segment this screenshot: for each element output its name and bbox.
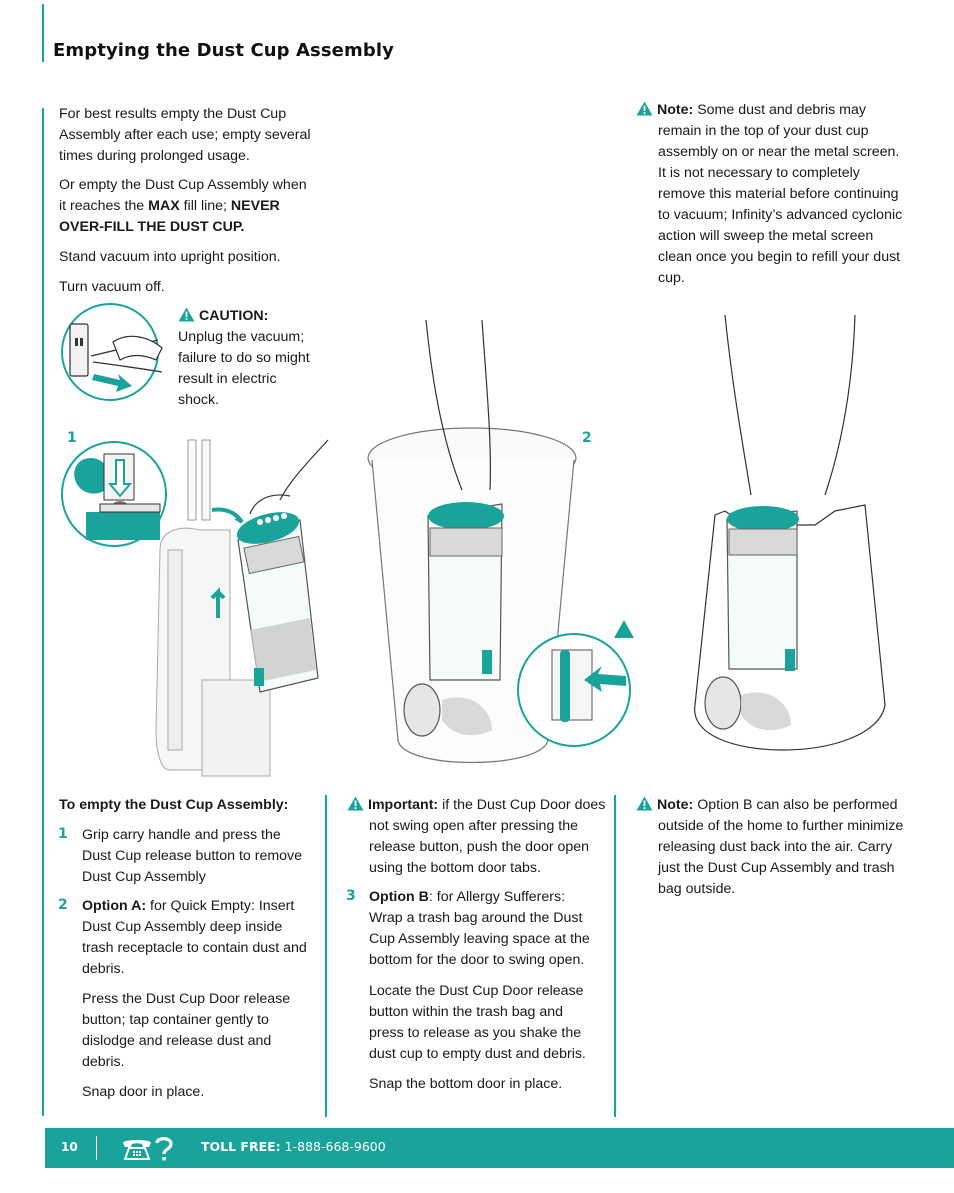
right-column-rule xyxy=(614,795,616,1117)
instructions-heading: To empty the Dust Cup Assembly: xyxy=(59,797,289,813)
unplug-illustration xyxy=(61,303,163,401)
caution-block: CAUTION: Unplug the vacuum; failure to d… xyxy=(178,306,313,411)
option-b-paragraph-2: Locate the Dust Cup Door release button … xyxy=(369,983,586,1062)
intro-paragraph-2: Or empty the Dust Cup Assembly when it r… xyxy=(59,177,307,235)
page-title: Emptying the Dust Cup Assembly xyxy=(53,40,394,61)
page-number: 10 xyxy=(61,1140,78,1154)
footer-bar: 10 TOLL FREE: 1-888-668-9600 xyxy=(45,1128,954,1168)
note-bottom-block: Note: Option B can also be performed out… xyxy=(636,795,914,900)
toll-free-text: TOLL FREE: 1-888-668-9600 xyxy=(201,1139,386,1154)
note-top-block: Note: Some dust and debris may remain in… xyxy=(636,100,903,289)
intro-paragraph-4: Turn vacuum off. xyxy=(59,279,165,295)
important-block: Important: if the Dust Cup Door does not… xyxy=(347,795,621,879)
warning-icon xyxy=(178,307,195,322)
caution-text: Unplug the vacuum; failure to do so migh… xyxy=(178,329,310,408)
release-button-detail xyxy=(61,441,167,547)
vacuum-dust-cup-illustration xyxy=(155,439,329,777)
trash-bag-illustration xyxy=(694,315,886,751)
note-top-label: Note: xyxy=(657,102,694,118)
step-1-number: 1 xyxy=(58,826,68,842)
figure-label-1: 1 xyxy=(67,430,77,446)
intro-paragraph-3: Stand vacuum into upright position. xyxy=(59,249,281,265)
important-text: if the Dust Cup Door does not swing open… xyxy=(369,797,606,876)
intro-paragraph-1: For best results empty the Dust Cup Asse… xyxy=(59,106,311,164)
warning-icon xyxy=(636,101,653,116)
step-2-text: Option A: for Quick Empty: Insert Dust C… xyxy=(82,898,307,977)
phone-help-icon xyxy=(123,1137,173,1161)
trash-receptacle-illustration xyxy=(367,320,634,763)
header-accent-line xyxy=(42,4,44,62)
note-top-text: Some dust and debris may remain in the t… xyxy=(658,102,903,286)
step-2-paragraph-3: Snap door in place. xyxy=(82,1084,205,1100)
caution-label: CAUTION: xyxy=(199,308,269,324)
step-2-paragraph-2: Press the Dust Cup Door release button; … xyxy=(82,991,291,1070)
footer-separator xyxy=(96,1136,97,1160)
option-b-text: Option B: for Allergy Sufferers: Wrap a … xyxy=(369,889,590,968)
step-1-text: Grip carry handle and press the Dust Cup… xyxy=(82,827,303,885)
left-column-rule xyxy=(42,108,44,1116)
middle-column-rule xyxy=(325,795,327,1117)
step-2-number: 2 xyxy=(58,897,68,913)
note-bottom-text: Option B can also be performed outside o… xyxy=(658,797,904,897)
important-label: Important: xyxy=(368,797,439,813)
option-b-paragraph-3: Snap the bottom door in place. xyxy=(369,1076,563,1092)
figure-label-2: 2 xyxy=(582,430,592,446)
step-3-number: 3 xyxy=(346,888,356,904)
warning-icon xyxy=(636,796,653,811)
note-bottom-label: Note: xyxy=(657,797,694,813)
warning-icon xyxy=(347,796,364,811)
